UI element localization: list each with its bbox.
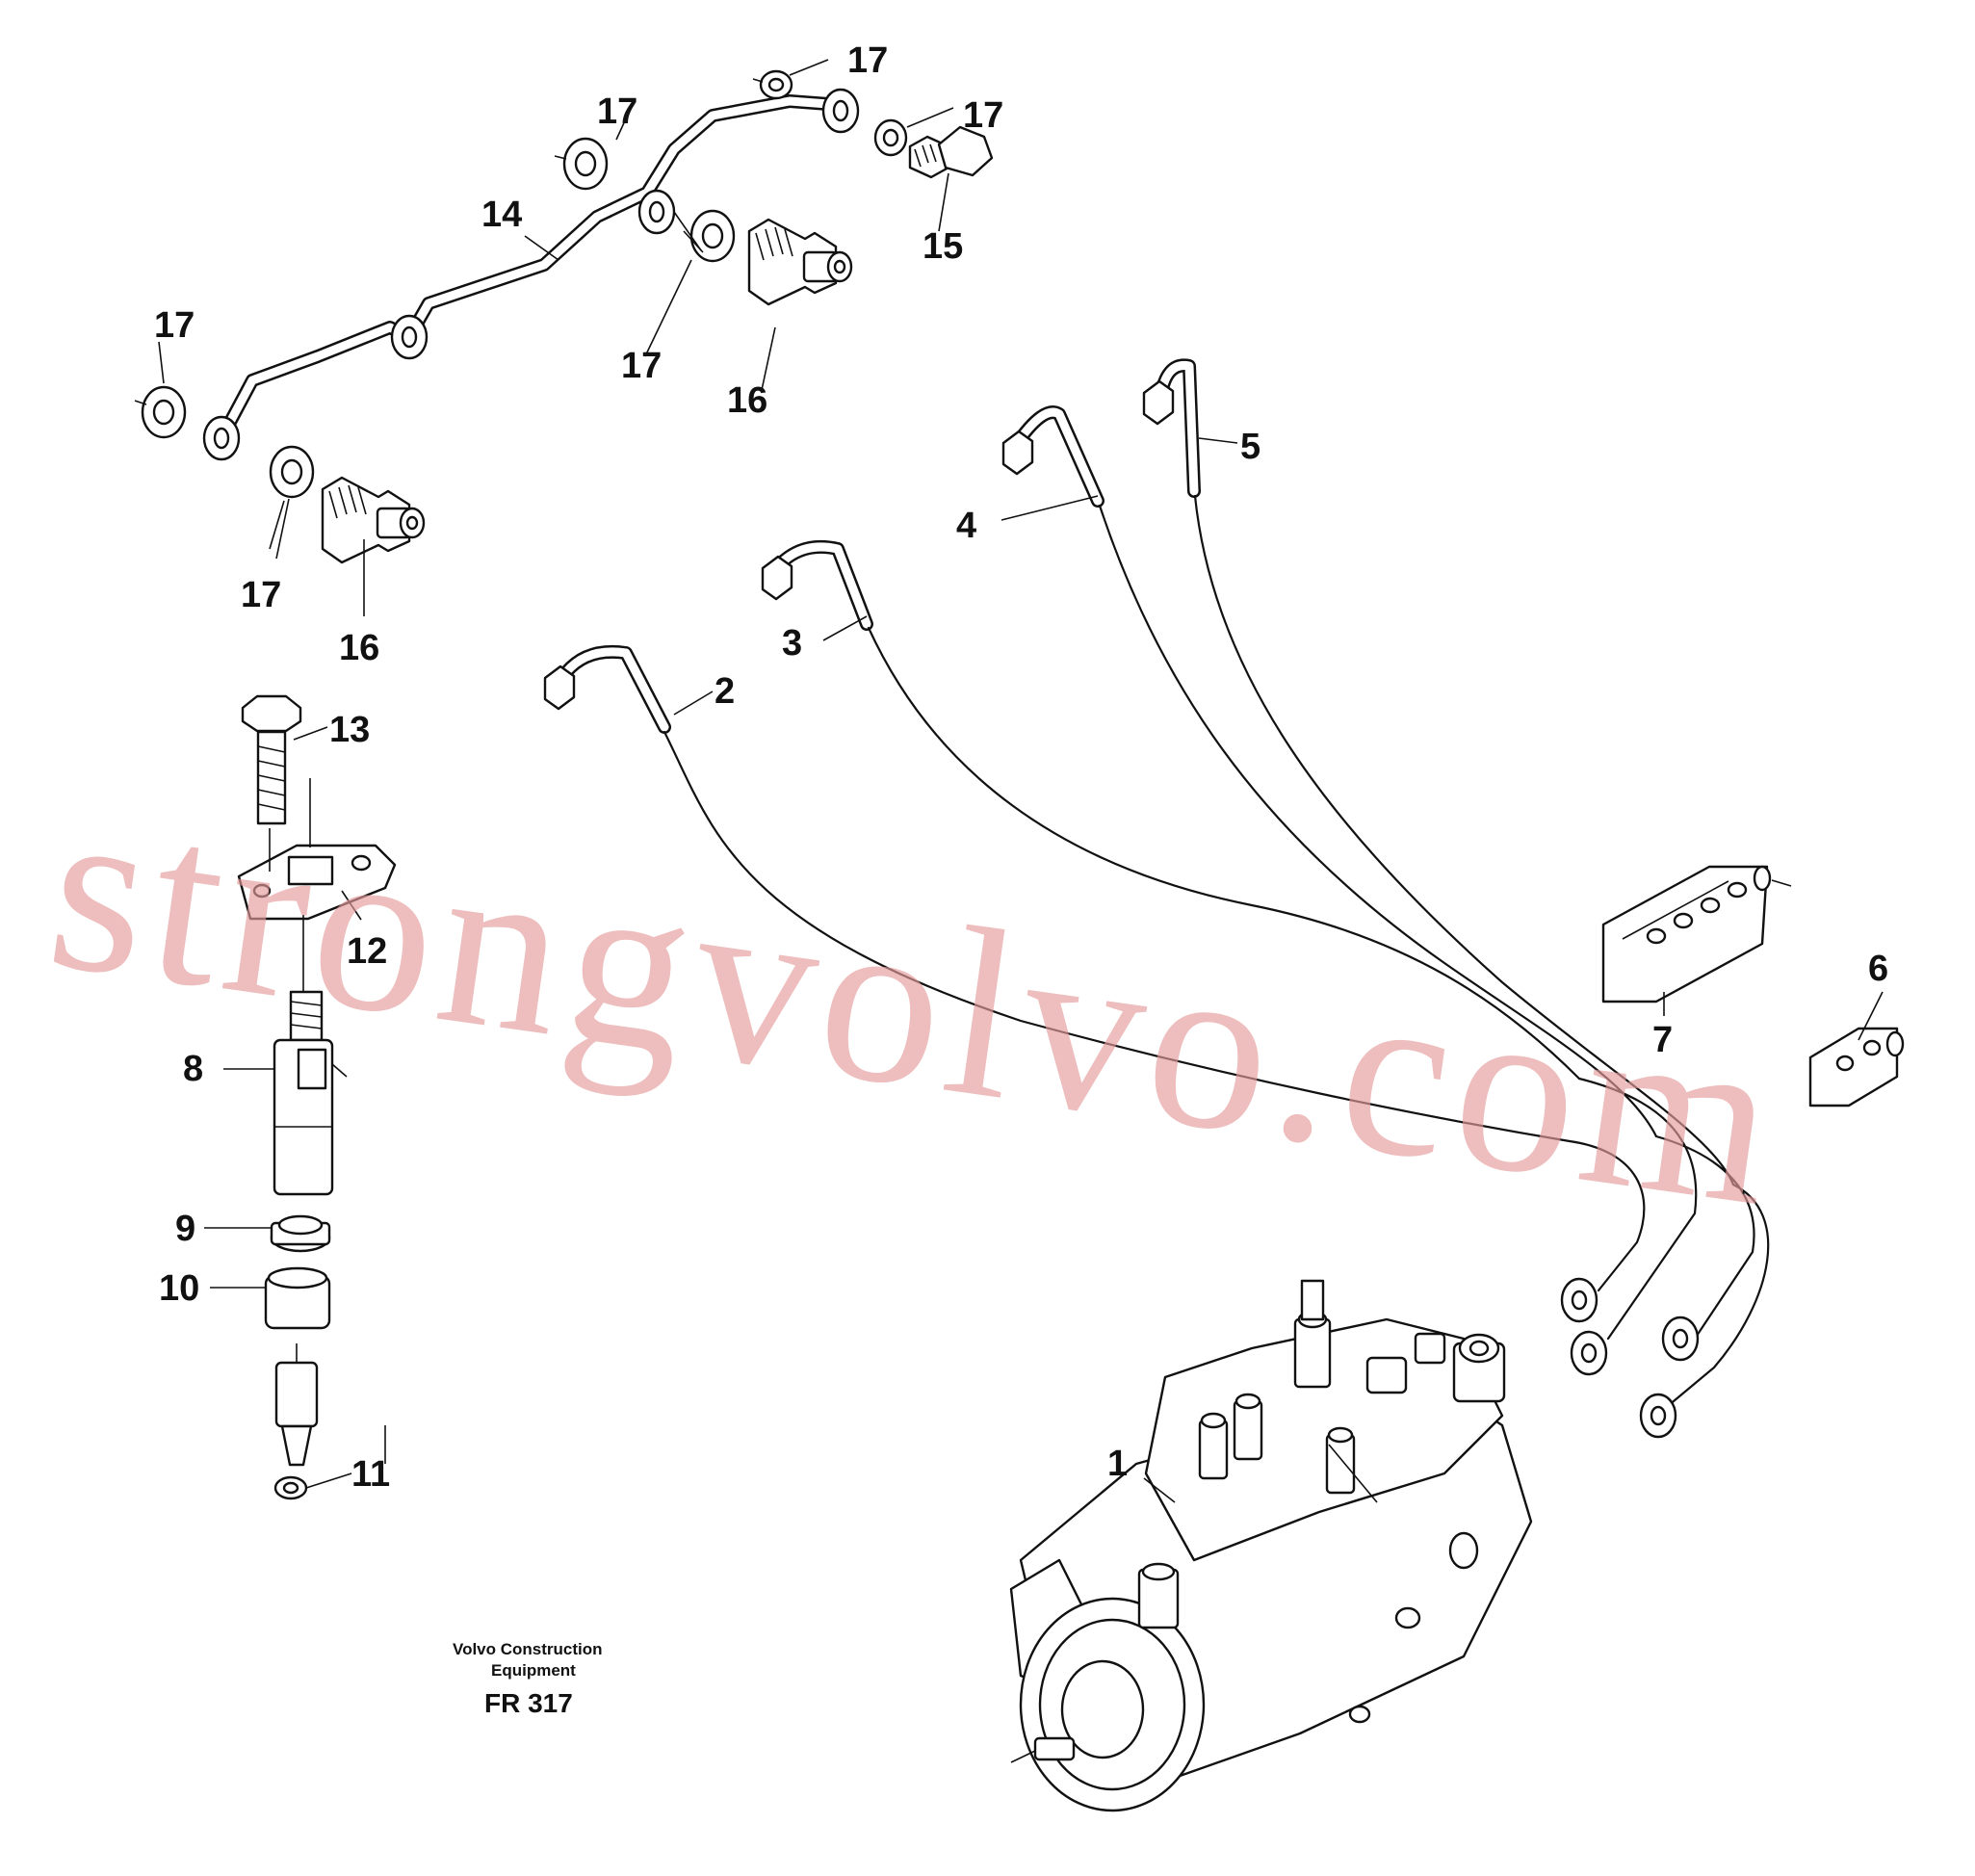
banjo-bolts bbox=[321, 125, 994, 564]
callout-12: 12 bbox=[347, 931, 387, 972]
callout-13: 13 bbox=[329, 710, 370, 750]
sealing-washers bbox=[134, 69, 908, 499]
callout-labels: 1 2 3 4 5 6 7 8 9 10 11 12 13 14 15 16 1… bbox=[154, 40, 1888, 1495]
callout-8: 8 bbox=[183, 1049, 203, 1089]
callout-16-lower: 16 bbox=[339, 628, 379, 668]
callout-5: 5 bbox=[1240, 427, 1260, 467]
callout-15: 15 bbox=[923, 226, 963, 267]
callout-17-left: 17 bbox=[154, 305, 195, 346]
injector-assembly bbox=[237, 694, 397, 1500]
pipe-clamps bbox=[1601, 865, 1905, 1107]
callout-14: 14 bbox=[481, 195, 522, 235]
drawing-caption: Volvo Construction Equipment FR 317 bbox=[453, 1640, 603, 1718]
callout-3: 3 bbox=[782, 623, 802, 664]
caption-equipment: Equipment bbox=[491, 1661, 576, 1680]
callout-17-top: 17 bbox=[847, 40, 888, 81]
callout-2: 2 bbox=[715, 671, 735, 712]
callout-6: 6 bbox=[1868, 949, 1888, 989]
callout-17-right: 17 bbox=[963, 95, 1003, 136]
callout-11: 11 bbox=[351, 1454, 390, 1495]
callout-7: 7 bbox=[1652, 1020, 1673, 1060]
injection-pump bbox=[1009, 1279, 1533, 1812]
return-pipe bbox=[202, 88, 860, 461]
callout-16-upper: 16 bbox=[727, 380, 767, 421]
callout-9: 9 bbox=[175, 1209, 195, 1249]
callout-17-mid-upper: 17 bbox=[597, 91, 637, 132]
callout-1: 1 bbox=[1107, 1444, 1128, 1484]
caption-figure-code: FR 317 bbox=[484, 1688, 573, 1718]
callout-17-mid-lower: 17 bbox=[621, 346, 662, 386]
caption-company: Volvo Construction bbox=[453, 1640, 603, 1658]
callout-4: 4 bbox=[956, 506, 976, 546]
callout-10: 10 bbox=[159, 1268, 199, 1309]
pressure-pipes bbox=[543, 358, 1770, 1439]
callout-17-lower: 17 bbox=[241, 575, 281, 615]
leader-lines bbox=[158, 59, 1884, 1503]
